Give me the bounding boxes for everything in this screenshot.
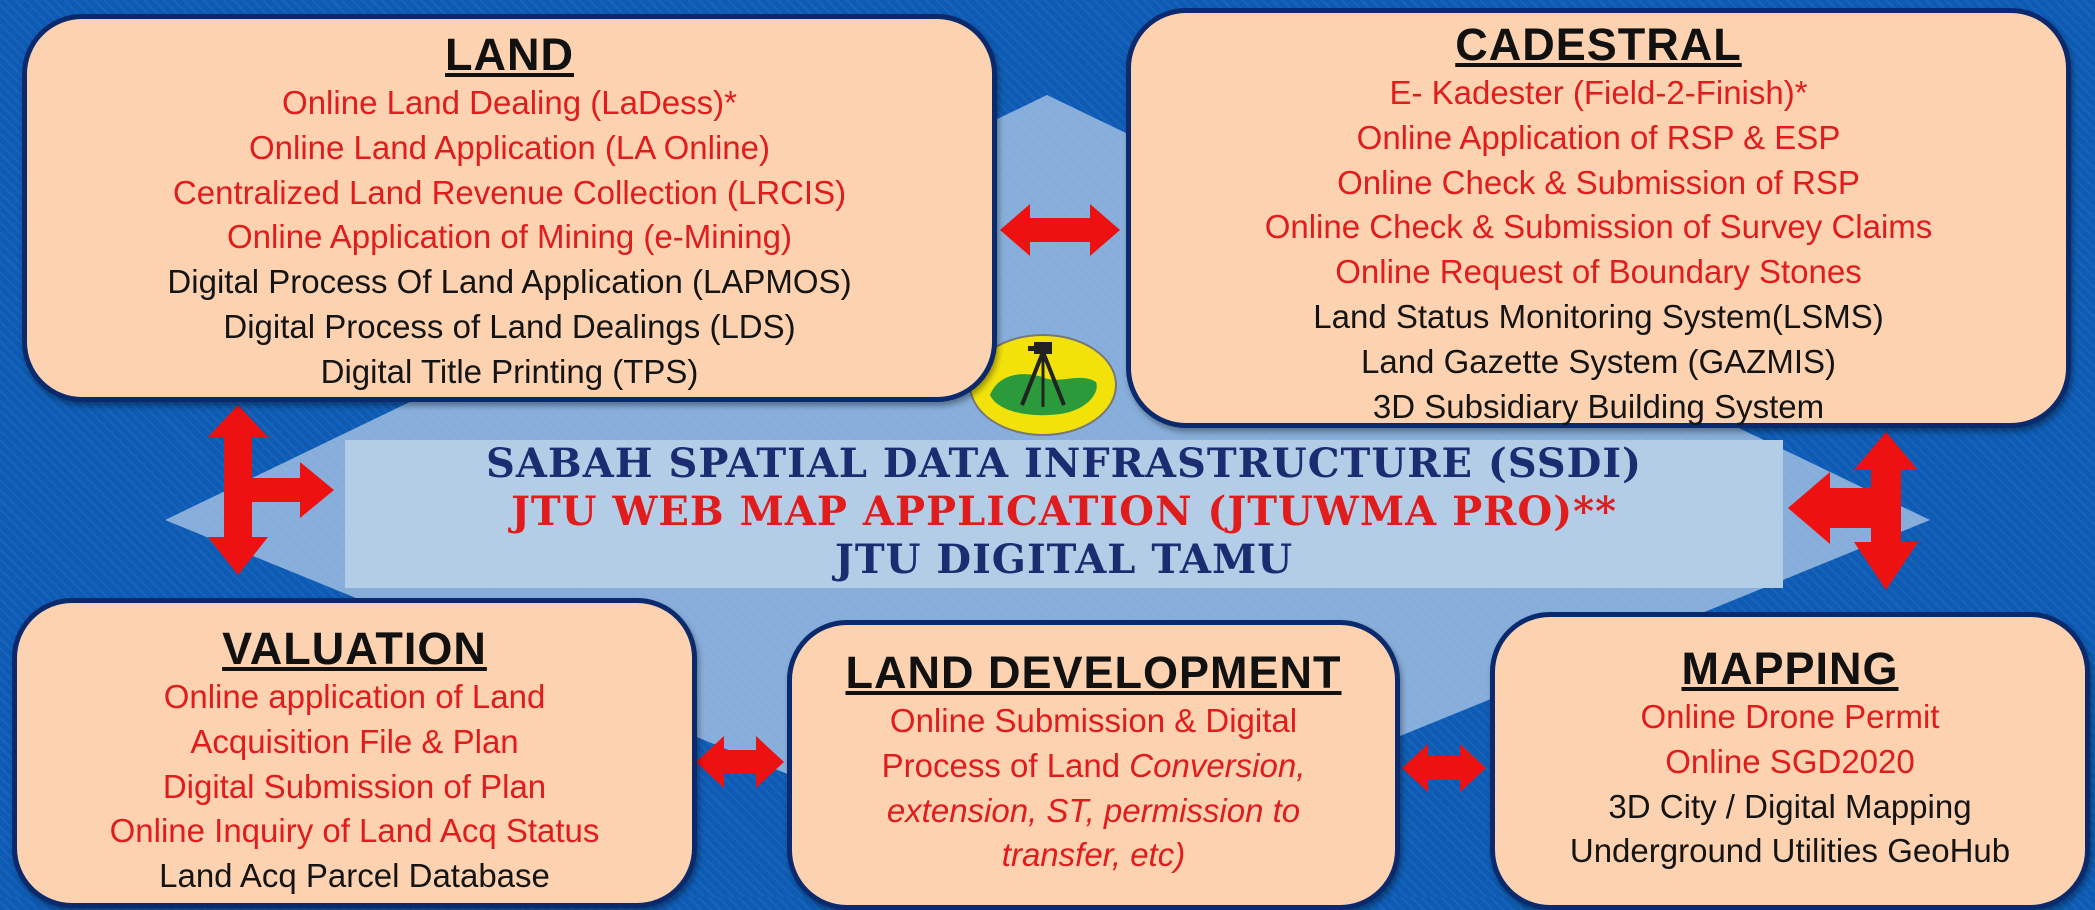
land-development-line: Process of Land Conversion, xyxy=(881,746,1306,784)
valuation-item: Online application of Land xyxy=(163,678,546,715)
land-development-line: transfer, etc) xyxy=(1001,836,1186,874)
cadestral-item: 3D Subsidiary Building System xyxy=(1372,387,1825,425)
mapping-item: Underground Utilities GeoHub xyxy=(1569,832,2011,870)
cadestral-item: Online Check & Submission of RSP xyxy=(1337,163,1860,201)
arrow-land-cadestral xyxy=(1000,204,1120,256)
arrow-right-connector xyxy=(1788,432,1918,590)
land-title: LAND xyxy=(445,29,574,80)
land-item: Digital Process of Land Dealings (LDS) xyxy=(223,307,796,345)
valuation-title: VALUATION xyxy=(222,623,487,674)
land-development-line: extension, ST, permission to xyxy=(886,791,1301,829)
center-panel-bg xyxy=(345,440,1783,588)
mapping-title: MAPPING xyxy=(1681,643,1899,694)
arrow-left-connector xyxy=(208,405,334,575)
center-ssdi-title: SABAH SPATIAL DATA INFRASTRUCTURE (SSDI) xyxy=(485,440,1643,487)
land-development-line: Online Submission & Digital xyxy=(889,702,1298,739)
land-box: LAND Online Land Dealing (LaDess)* Onlin… xyxy=(22,14,997,402)
cadestral-title: CADESTRAL xyxy=(1455,19,1742,70)
cadestral-item: Online Check & Submission of Survey Clai… xyxy=(1264,208,1933,246)
arrow-landdev-mapping xyxy=(1402,744,1486,792)
cadestral-box: CADESTRAL E- Kadester (Field-2-Finish)* … xyxy=(1126,8,2071,428)
center-panel: SABAH SPATIAL DATA INFRASTRUCTURE (SSDI)… xyxy=(345,440,1783,590)
cadestral-item: Land Gazette System (GAZMIS) xyxy=(1361,342,1836,380)
land-item: Centralized Land Revenue Collection (LRC… xyxy=(172,173,847,211)
mapping-box: MAPPING Online Drone Permit Online SGD20… xyxy=(1490,612,2090,910)
land-item: Digital Process Of Land Application (LAP… xyxy=(167,263,852,301)
surveyor-tripod-map-emblem-icon xyxy=(969,334,1117,436)
cadestral-item: Online Application of RSP & ESP xyxy=(1356,118,1841,156)
valuation-box: VALUATION Online application of Land Acq… xyxy=(12,598,697,908)
cadestral-item: Online Request of Boundary Stones xyxy=(1335,253,1862,291)
mapping-item: Online Drone Permit xyxy=(1640,698,1940,735)
land-item: Digital Title Printing (TPS) xyxy=(320,352,699,390)
valuation-item: Online Inquiry of Land Acq Status xyxy=(109,812,600,850)
land-development-title: LAND DEVELOPMENT xyxy=(845,647,1342,698)
valuation-item: Land Acq Parcel Database xyxy=(159,857,550,895)
cadestral-item: E- Kadester (Field-2-Finish)* xyxy=(1389,74,1808,111)
valuation-item: Digital Submission of Plan xyxy=(162,767,547,805)
center-jtuwma-title: JTU WEB MAP APPLICATION (JTUWMA PRO)** xyxy=(510,488,1618,535)
land-development-box: LAND DEVELOPMENT Online Submission & Dig… xyxy=(787,620,1400,910)
land-item: Online Land Application (LA Online) xyxy=(248,128,770,166)
cadestral-item: Land Status Monitoring System(LSMS) xyxy=(1313,297,1884,335)
land-item: Online Land Dealing (LaDess)* xyxy=(282,84,737,121)
valuation-item: Acquisition File & Plan xyxy=(190,722,519,760)
land-item: Online Application of Mining (e-Mining) xyxy=(227,218,792,256)
mapping-item: 3D City / Digital Mapping xyxy=(1608,787,1972,825)
center-digital-tamu-title: JTU DIGITAL TAMU xyxy=(834,536,1294,583)
mapping-item: Online SGD2020 xyxy=(1665,742,1915,780)
arrow-valuation-landdev xyxy=(696,736,784,788)
